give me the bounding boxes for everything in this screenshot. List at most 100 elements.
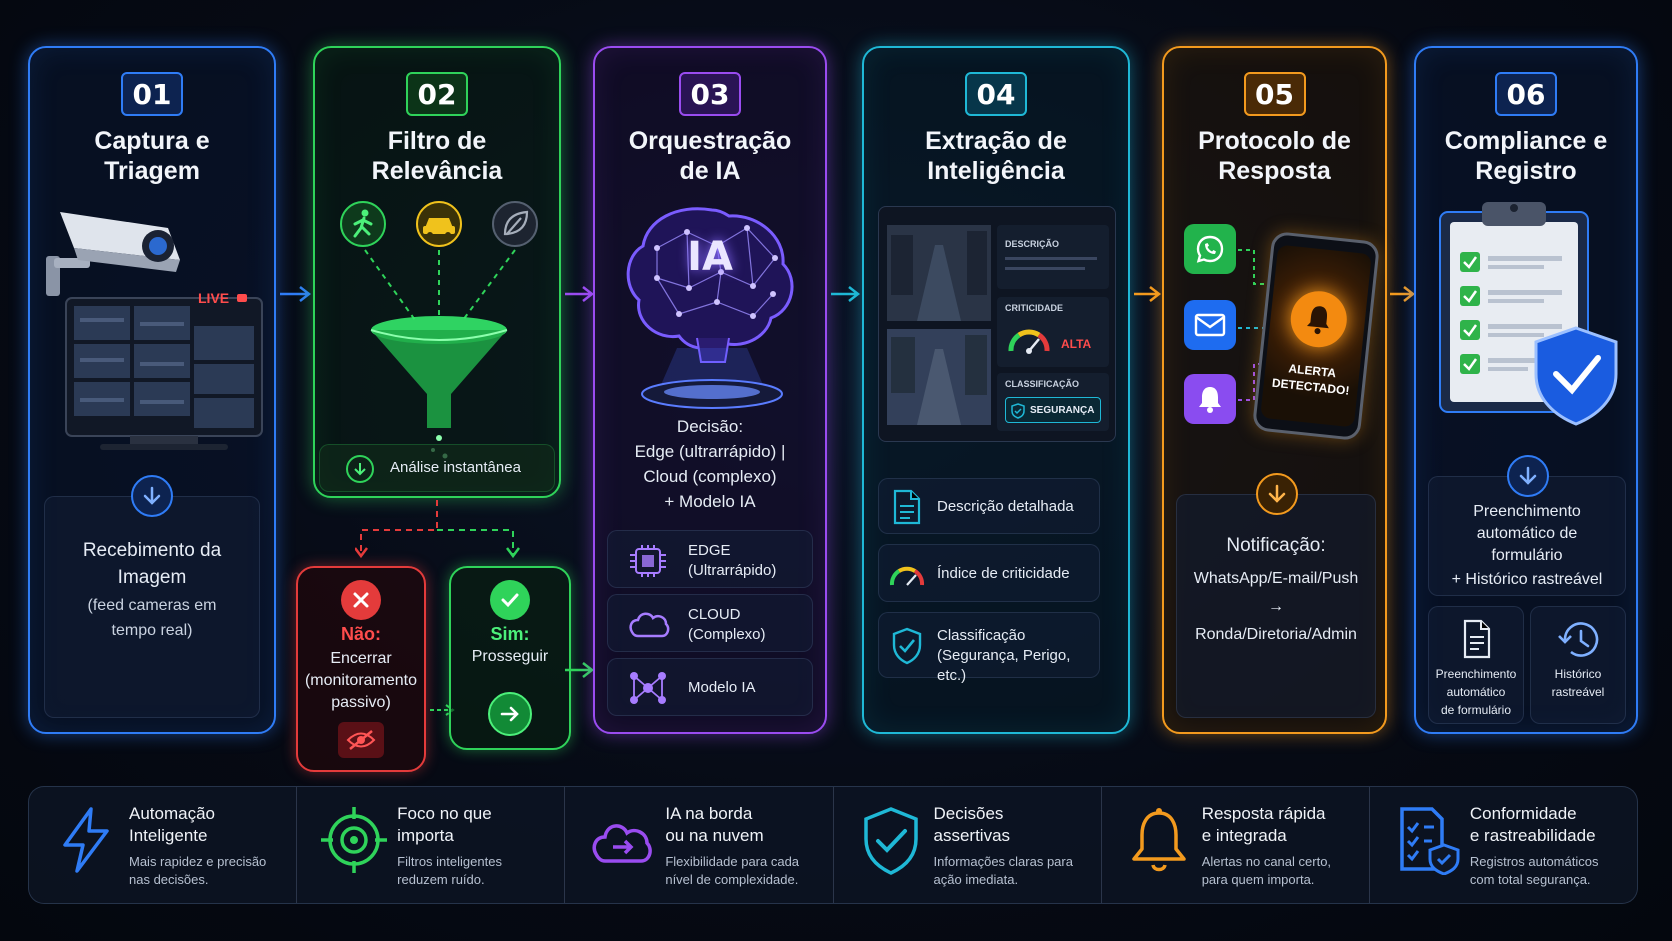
feature-bar: Automação Inteligente Mais rapidez e pre… <box>28 786 1638 904</box>
feature-title: Automação Inteligente <box>129 804 215 845</box>
intel-item-label: Índice de criticidade <box>937 565 1070 582</box>
bell-icon <box>1287 288 1350 350</box>
stage-06-compliance: 06 Compliance e Registro <box>1414 46 1638 734</box>
dash-class-value: SEGURANÇA <box>1030 405 1095 416</box>
stage-06-main-text: Preenchimento automático de formulário <box>1473 503 1581 564</box>
document-icon <box>893 489 921 525</box>
phone-illustration: ALERTA DETECTADO! <box>1251 230 1381 442</box>
checklist-icon <box>1400 807 1460 875</box>
stage-number-badge: 04 <box>965 72 1027 116</box>
notification-body: WhatsApp/E-mail/Push → Ronda/Diretoria/A… <box>1193 570 1359 643</box>
compliance-card-history: Histórico rastreável <box>1530 606 1626 724</box>
feature-desc: Filtros inteligentes reduzem ruído. <box>397 854 502 887</box>
option-model: Modelo IA <box>607 658 813 716</box>
brain-icon <box>626 207 794 363</box>
compliance-card-label: Histórico rastreável <box>1551 667 1605 699</box>
feature-edge-cloud: IA na borda ou na nuvem Flexibilidade pa… <box>565 787 834 903</box>
stage-number-badge: 02 <box>406 72 468 116</box>
network-icon <box>630 672 666 704</box>
push-notification-icon <box>1184 374 1236 424</box>
flow-arrow <box>1134 286 1162 302</box>
camera-monitor-illustration <box>46 212 263 450</box>
stage-number-badge: 01 <box>121 72 183 116</box>
analysis-label: Análise instantânea <box>390 459 521 476</box>
dash-class-label: CLASSIFICAÇÃO <box>1005 379 1079 389</box>
notification-title: Notificação: <box>1226 535 1326 556</box>
option-model-label: Modelo IA <box>688 679 756 696</box>
live-tag: LIVE <box>198 290 230 306</box>
yes-text: Prosseguir <box>471 648 549 665</box>
feature-title: Conformidade e rastreabilidade <box>1469 804 1596 845</box>
stage-02-filter: 02 Filtro de Relevância Anális <box>313 46 561 498</box>
intel-item-description: Descrição detalhada <box>878 478 1100 534</box>
chip-icon <box>630 545 666 577</box>
feature-desc: Flexibilidade para cada nível de complex… <box>665 854 800 887</box>
down-arrow-icon <box>1507 455 1549 497</box>
flow-arrow <box>280 286 312 302</box>
feature-title: IA na borda ou na nuvem <box>665 804 764 845</box>
stage-05-response: 05 Protocolo de Resposta ALERTA DETECTAD… <box>1162 46 1387 734</box>
intel-item-criticality: Índice de criticidade <box>878 544 1100 602</box>
live-dot-icon <box>237 294 247 302</box>
flow-arrow <box>1390 286 1416 302</box>
email-icon <box>1184 300 1236 350</box>
analysis-row: Análise instantânea <box>319 444 555 492</box>
stage-01-main-text: Recebimento da Imagem <box>82 540 222 588</box>
lightning-icon <box>63 807 109 873</box>
stage-title: Filtro de Relevância <box>371 127 503 185</box>
car-icon <box>416 201 462 247</box>
stage-01-sub-text: (feed cameras em tempo real) <box>87 597 217 639</box>
branch-connector <box>355 500 520 559</box>
compliance-card-form: Preenchimento automático de formulário <box>1428 606 1524 724</box>
no-text: Encerrar (monitoramento passivo) <box>304 650 418 711</box>
option-edge-label: EDGE (Ultrarrápido) <box>688 542 777 579</box>
stage-05-panel: Notificação: WhatsApp/E-mail/Push → Rond… <box>1176 473 1376 718</box>
form-icon <box>1463 619 1491 659</box>
stage-04-intelligence: 04 Extração de Inteligência DESCRIÇÃO CR… <box>862 46 1130 734</box>
person-walking-icon <box>340 201 386 247</box>
feature-desc: Registros automáticos com total seguranç… <box>1469 854 1599 887</box>
stage-title: Protocolo de Resposta <box>1198 127 1351 185</box>
funnel-icon <box>370 316 508 459</box>
stage-01-capture: 01 Captura e Triagem LIVE <box>28 46 276 734</box>
shield-check-icon <box>863 807 918 875</box>
dash-crit-value: ALTA <box>1061 337 1092 351</box>
flow-arrow <box>565 662 595 678</box>
dash-crit-label: CRITICIDADE <box>1005 303 1063 313</box>
funnel-illustration <box>340 201 538 459</box>
down-arrow-icon <box>346 455 374 483</box>
yes-branch-box: Sim: Prosseguir <box>449 566 571 750</box>
intel-item-label: Descrição detalhada <box>937 498 1074 515</box>
feature-title: Resposta rápida e integrada <box>1201 804 1326 845</box>
shield-check-icon <box>892 627 922 665</box>
ai-brain-illustration <box>626 207 794 409</box>
no-label: Não: <box>341 624 381 644</box>
stage-title: Extração de Inteligência <box>925 127 1067 185</box>
hologram-base-icon <box>641 348 783 409</box>
down-arrow-icon <box>1256 473 1298 515</box>
feature-response: Resposta rápida e integrada Alertas no c… <box>1102 787 1370 903</box>
security-camera-icon <box>46 212 180 296</box>
gauge-icon <box>1008 329 1050 354</box>
dash-description-box: DESCRIÇÃO <box>997 225 1109 289</box>
stage-number-badge: 05 <box>1243 72 1306 116</box>
compliance-card-label: Preenchimento automático de formulário <box>1435 667 1517 717</box>
feature-title: Decisões assertivas <box>933 804 1011 845</box>
stage-title: Compliance e Registro <box>1444 127 1608 185</box>
leaf-icon <box>492 201 538 247</box>
option-cloud-label: CLOUD (Complexo) <box>688 606 766 643</box>
dash-classification-box: CLASSIFICAÇÃO SEGURANÇA <box>997 373 1109 431</box>
feature-decisions: Decisões assertivas Informações claras p… <box>834 787 1102 903</box>
feature-compliance: Conformidade e rastreabilidade Registros… <box>1370 787 1637 903</box>
cloud-icon <box>629 612 670 638</box>
check-circle-icon <box>490 580 530 620</box>
down-arrow-icon <box>131 475 173 517</box>
gauge-icon <box>889 566 925 586</box>
yes-label: Sim: <box>490 624 530 644</box>
stage-01-panel: Recebimento da Imagem (feed cameras em t… <box>44 475 260 718</box>
intelligence-dashboard: DESCRIÇÃO CRITICIDADE ALTA CLASSIFICAÇÃO… <box>878 206 1116 442</box>
option-cloud: CLOUD (Complexo) <box>607 594 813 652</box>
brain-ai-label: IA <box>687 234 733 280</box>
stage-06-sub-text: + Histórico rastreável <box>1451 571 1603 588</box>
stage-number-badge: 06 <box>1495 72 1557 116</box>
